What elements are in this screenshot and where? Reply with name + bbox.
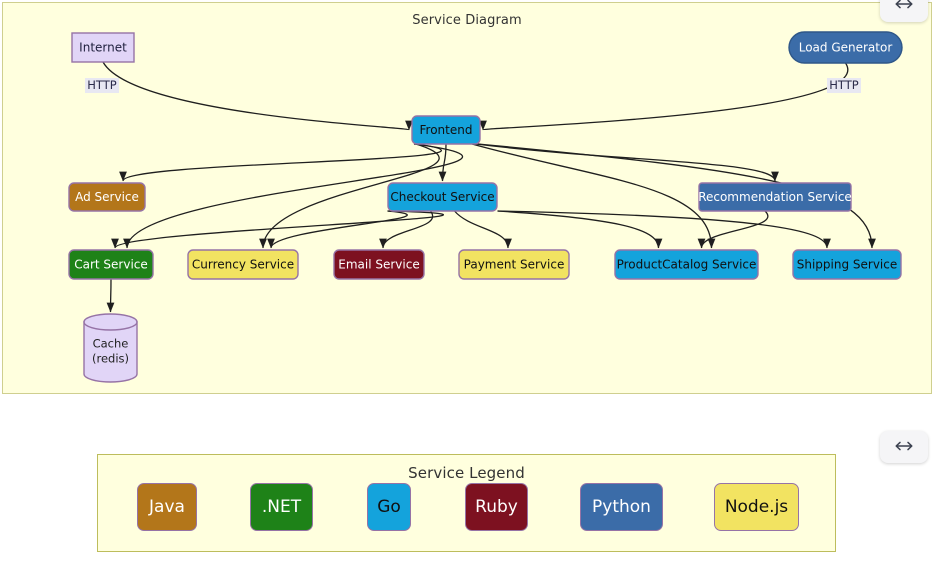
node-shape [458,249,570,280]
diagram-node-payment[interactable]: Payment Service [458,249,570,280]
edge-label-group: HTTP [827,78,861,93]
diagram-title: Service Diagram [412,13,522,28]
edge-label-layer: HTTP HTTP [85,78,861,93]
legend-item-label: Ruby [475,497,518,517]
edge-label-bg [827,78,861,93]
cylinder-top [83,313,138,331]
node-shape [788,31,903,64]
node-shape [792,249,902,280]
edge-label-bg [85,78,119,93]
diagram-node-internet[interactable]: Internet [71,32,135,63]
resize-horizontal-icon [894,438,914,457]
diagram-node-checkout[interactable]: Checkout Service [387,182,498,212]
node-shape [614,249,759,280]
diagram-node-loadgen[interactable]: Load Generator [788,31,903,64]
node-label: Ad Service [75,190,139,204]
node-shape [187,249,299,280]
node-label: Cache [93,337,129,351]
diagram-node-cache[interactable]: Cache(redis) [83,313,138,383]
cylinder-body [83,321,138,383]
legend-item-label: Go [377,497,401,517]
legend-item-ruby[interactable]: Ruby [465,483,528,531]
legend-item-label: Python [592,497,651,517]
resize-handle-top[interactable] [880,0,928,22]
edge-checkout-to-currency [267,210,408,249]
edge-label-group: HTTP [85,78,119,93]
legend-item--net[interactable]: .NET [250,483,313,531]
legend-item-node-js[interactable]: Node.js [714,483,799,531]
legend-title: Service Legend [408,464,525,482]
edge-frontend-to-currency [259,143,440,249]
resize-horizontal-icon [894,0,914,15]
edge-loadgen-to-frontend [480,62,849,131]
edge-cart-to-cache [106,278,115,313]
edge-frontend-to-recommendation [475,143,779,182]
node-shape [71,32,135,63]
edge-checkout-to-shipping [497,210,831,249]
diagram-node-recommendation[interactable]: Recommendation Service [698,182,852,212]
service-legend-panel: Service Legend Java .NET Go Ruby Python Node.… [97,454,836,552]
diagram-node-cart[interactable]: Cart Service [68,249,154,280]
edge-frontend-to-cart [123,143,464,249]
node-shape [698,182,852,212]
node-label: Cart Service [74,258,148,272]
edge-recommendation-to-productcatalog [697,210,769,249]
legend-item-label: Node.js [724,497,789,517]
legend-item-go[interactable]: Go [367,483,411,531]
edge-internet-to-frontend [102,61,413,131]
node-label: Recommendation Service [698,190,852,204]
edge-checkout-to-productcatalog [497,210,663,249]
node-label: Frontend [420,123,473,137]
diagram-node-frontend[interactable]: Frontend [411,115,481,145]
diagram-node-productcatalog[interactable]: ProductCatalog Service [614,249,759,280]
legend-item-python[interactable]: Python [580,483,663,531]
node-label: ProductCatalog Service [617,258,757,272]
node-shape [68,249,154,280]
node-label: Email Service [338,258,419,272]
node-shape [387,182,498,212]
legend-item-java[interactable]: Java [137,483,197,531]
resize-handle-middle[interactable] [880,431,928,463]
diagram-node-email[interactable]: Email Service [333,249,425,280]
diagram-node-shipping[interactable]: Shipping Service [792,249,902,280]
node-label: Currency Service [192,258,294,272]
legend-item-label: .NET [261,497,302,517]
edge-frontend-to-productcatalog [471,143,716,249]
edge-label: HTTP [829,78,858,92]
diagram-node-currency[interactable]: Currency Service [187,249,299,280]
diagram-node-adservice[interactable]: Ad Service [68,182,146,212]
edge-checkout-to-payment [454,210,512,249]
edge-frontend-to-checkout [438,143,447,182]
node-label: Shipping Service [797,258,898,272]
node-label: (redis) [92,352,129,366]
node-label: Payment Service [464,258,565,272]
node-label: Internet [79,41,127,55]
edge-checkout-to-email [379,210,434,249]
edge-frontend-to-adservice [119,143,442,182]
node-label: Load Generator [799,41,893,55]
node-shape [411,115,481,145]
edge-checkout-to-cart [111,210,444,249]
legend-item-label: Java [149,497,185,517]
node-label: Checkout Service [390,190,494,204]
node-shape [68,182,146,212]
node-shape [333,249,425,280]
edge-label: HTTP [87,78,116,92]
